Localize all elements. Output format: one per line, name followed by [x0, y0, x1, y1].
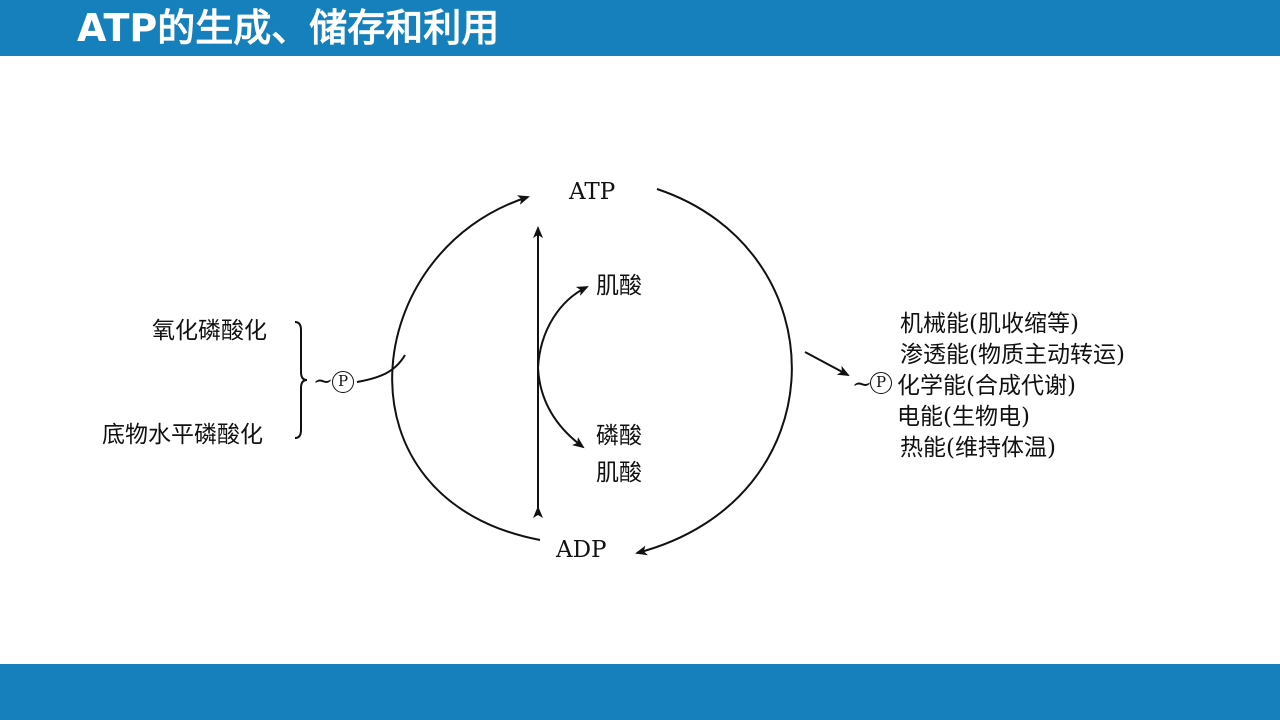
phosphate-label: 磷酸: [596, 423, 642, 449]
left-brace: [294, 321, 308, 439]
energy-use-osmotic: 渗透能(物质主动转运): [900, 342, 1125, 368]
oxidative-phosphorylation-label: 氧化磷酸化: [152, 318, 267, 344]
footer-bar: [0, 664, 1280, 720]
adp-label: ADP: [556, 537, 607, 563]
creatine-label-bottom: 肌酸: [596, 460, 642, 486]
substrate-level-phosphorylation-label: 底物水平磷酸化: [102, 422, 263, 448]
atp-label: ATP: [569, 179, 616, 205]
energy-use-electrical: 电能(生物电): [897, 404, 1030, 430]
right-arc-arrow: [635, 188, 793, 556]
creatine-label-top: 肌酸: [596, 273, 642, 299]
left-connector-line: [356, 354, 406, 383]
slide-title: ATP的生成、储存和利用: [77, 6, 500, 50]
header-bar: ATP的生成、储存和利用: [0, 0, 1280, 56]
left-phosphate-symbol: P: [332, 371, 354, 393]
right-output-arrow: [804, 351, 850, 376]
to-creatine-arrow: [537, 286, 589, 369]
energy-use-thermal: 热能(维持体温): [900, 435, 1056, 461]
right-tilde: ~: [852, 370, 873, 398]
energy-use-chemical: 化学能(合成代谢): [897, 373, 1076, 399]
right-phosphate-symbol: P: [870, 372, 892, 394]
to-phosphocreatine-arrow: [537, 367, 585, 449]
energy-use-mechanical: 机械能(肌收缩等): [900, 311, 1079, 337]
left-tilde: ~: [313, 367, 334, 395]
left-arc-arrow: [391, 195, 541, 541]
